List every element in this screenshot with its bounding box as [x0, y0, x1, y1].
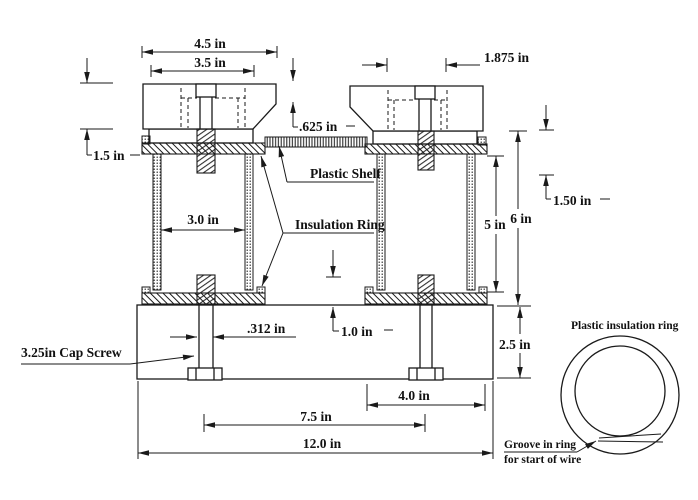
dim-flange-width: 4.0 in	[366, 384, 486, 411]
left-screw-head-bottom	[187, 367, 223, 381]
callout-cap-screw: 3.25in Cap Screw	[21, 345, 195, 365]
right-ring-wall-left	[376, 153, 386, 291]
dim-cap-height: 1.5 in	[80, 58, 140, 163]
left-post	[141, 83, 277, 381]
right-top-flange	[364, 143, 488, 155]
left-cap-hidden-lines	[180, 88, 246, 128]
dim-label: 1.0 in	[341, 324, 373, 339]
dim-counterbore-width: 1.875 in	[362, 50, 530, 72]
right-bottom-lip-right	[478, 286, 488, 294]
dim-screw-protrusion: 1.50 in	[539, 105, 610, 208]
left-bottom-lip-left	[141, 286, 151, 294]
left-screw-shaft-top	[199, 97, 213, 129]
dim-ring-inner-width: 3.0 in	[161, 212, 245, 233]
ring-view-title: Plastic insulation ring	[571, 320, 679, 332]
dim-cap-outer-width: 4.5 in	[141, 36, 278, 58]
dim-overall-height: 6 in	[509, 130, 532, 305]
dim-screw-spacing: 7.5 in	[203, 409, 426, 432]
right-screw-threads-bottom	[417, 274, 435, 306]
callout-label: Insulation Ring	[295, 217, 385, 232]
dim-label: 3.0 in	[187, 212, 219, 227]
groove-note-line1: Groove in ring	[504, 439, 576, 451]
dim-label: 1.5 in	[93, 148, 125, 163]
dim-label: 1.875 in	[484, 50, 530, 65]
dim-ring-height: 5 in	[484, 155, 506, 293]
dim-label: 1.50 in	[553, 193, 592, 208]
ring-groove	[597, 433, 664, 443]
plastic-shelf	[264, 136, 368, 148]
right-screw-head-bottom	[408, 367, 444, 381]
left-ring-wall-left	[152, 153, 162, 291]
right-screw-shaft-top	[418, 99, 432, 131]
left-screw-threads-bottom	[196, 274, 216, 306]
right-bottom-lip-left	[364, 286, 374, 294]
dim-base-width: 12.0 in	[137, 381, 494, 459]
dim-screw-diameter: .312 in	[170, 321, 296, 340]
ring-outer-circle	[560, 335, 680, 455]
callout-plastic-shelf: Plastic Shelf	[278, 145, 381, 183]
right-ring-wall-right	[466, 153, 476, 291]
dimensions: 4.5 in 3.5 in 1.875 in .625 in 1	[80, 36, 610, 459]
right-post	[349, 85, 488, 381]
right-cap-hidden-lines	[387, 90, 448, 130]
callout-label: Plastic Shelf	[310, 166, 381, 181]
dim-cap-inner-width: 3.5 in	[150, 55, 255, 77]
dim-label: .312 in	[247, 321, 286, 336]
ring-top-view: Plastic insulation ring Groove in ring f…	[504, 320, 680, 466]
left-screw-head-top	[195, 83, 217, 98]
callout-insulation-ring: Insulation Ring	[260, 155, 385, 287]
ring-inner-circle	[574, 345, 666, 437]
dim-label: .625 in	[299, 119, 338, 134]
dim-label: 4.0 in	[398, 388, 430, 403]
dim-label: 3.5 in	[194, 55, 226, 70]
dim-label: 5 in	[484, 217, 506, 232]
dim-label: 6 in	[510, 211, 532, 226]
base-block	[136, 304, 494, 380]
dim-thread-engagement: 1.0 in	[326, 250, 393, 339]
right-screw-shaft-bottom	[419, 305, 433, 368]
callout-label: 3.25in Cap Screw	[21, 345, 122, 360]
right-screw-head-top	[414, 85, 436, 100]
dim-chamfer-height: .625 in	[290, 58, 355, 134]
left-cap	[142, 83, 277, 130]
callouts: Plastic Shelf Insulation Ring 3.25in Cap…	[21, 145, 385, 365]
dim-label: 12.0 in	[303, 436, 342, 451]
dim-base-height: 2.5 in	[497, 305, 531, 379]
dim-label: 7.5 in	[300, 409, 332, 424]
left-bottom-lip-right	[256, 286, 266, 294]
dim-label: 4.5 in	[194, 36, 226, 51]
left-ring-wall-right	[244, 153, 254, 291]
groove-note-line2: for start of wire	[504, 454, 581, 466]
left-top-flange	[141, 142, 266, 155]
dim-label: 2.5 in	[499, 337, 531, 352]
